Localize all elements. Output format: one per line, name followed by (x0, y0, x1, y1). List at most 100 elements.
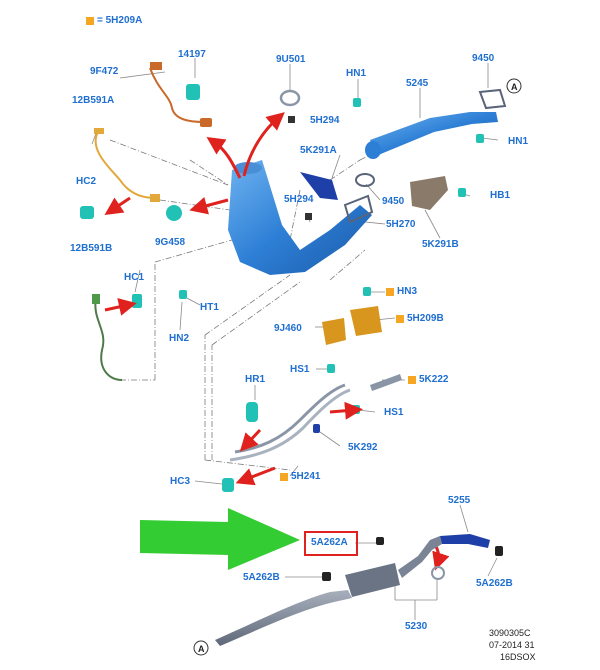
label-5a262b-left: 5A262B (243, 572, 280, 583)
label-5h209b: 5H209B (407, 313, 444, 324)
catalytic-converter (228, 160, 372, 275)
label-5255: 5255 (448, 495, 471, 506)
label-9450-lower: 9450 (382, 196, 405, 207)
label-14197: 14197 (178, 49, 206, 60)
sensor-wire-12b591a (94, 131, 156, 199)
clips (80, 98, 484, 492)
marker-5k222 (408, 376, 416, 384)
label-12b591b: 12B591B (70, 243, 113, 254)
isolator-5a262a (376, 537, 384, 545)
sensor-9j460 (322, 318, 346, 345)
ref-circle-a-top (506, 78, 522, 94)
label-5h294-lower: 5H294 (284, 194, 314, 205)
label-hc1: HC1 (124, 272, 145, 283)
sensor-9f472-tip (200, 118, 212, 127)
arrow-hc2 (104, 196, 131, 215)
label-12b591a: 12B591A (72, 95, 115, 106)
label-5k291b: 5K291B (422, 239, 459, 250)
ref-circle-a-bottom (193, 640, 209, 656)
movement-arrows (104, 112, 450, 571)
clip-hs1-upper (327, 364, 335, 373)
label-9j460: 9J460 (274, 323, 302, 334)
clamp-9u501 (279, 89, 301, 107)
connector-5h209b (350, 306, 382, 336)
label-5a262a: 5A262A (311, 537, 348, 548)
marker-5h209b (396, 315, 404, 323)
label-hs1-lower: HS1 (384, 407, 404, 418)
marker-hn3 (386, 288, 394, 296)
arrow-remove-grommet (189, 196, 229, 215)
arrow-hc3 (235, 466, 276, 486)
bracket-5k222 (370, 374, 402, 391)
clip-hb1 (458, 188, 466, 197)
label-hc3: HC3 (170, 476, 191, 487)
arrow-hr1 (239, 428, 262, 452)
label-5230: 5230 (405, 621, 428, 632)
clip-hn3 (363, 287, 371, 296)
highlight-box-5a262a (304, 531, 358, 556)
clip-hc2 (80, 206, 94, 219)
label-5h294-upper: 5H294 (310, 115, 340, 126)
sensor-12b591a-tip (150, 194, 160, 202)
label-hc2: HC2 (76, 176, 97, 187)
footer-code-line3: 16DSOX (500, 652, 536, 662)
label-hn2: HN2 (169, 333, 190, 344)
grommet-9g458 (166, 205, 182, 221)
label-9450-top: 9450 (472, 53, 495, 64)
green-pointer-arrow (140, 508, 300, 570)
arrow-remove-sensor-upper (206, 137, 242, 179)
clip-14197 (186, 84, 200, 100)
label-hn1-right: HN1 (508, 136, 529, 147)
clip-hr1 (246, 402, 258, 422)
ref-a-bottom-text: A (198, 644, 205, 654)
arrow-remove-clamp (242, 112, 285, 177)
sensor-wire-9f472 (149, 67, 205, 123)
label-hr1: HR1 (245, 374, 266, 385)
label-hn1-top: HN1 (346, 68, 367, 79)
assembly-lines (109, 124, 431, 471)
label-5h241: 5H241 (291, 471, 321, 482)
pipe-5245-flange (365, 141, 381, 159)
nut-5h294-upper (288, 116, 295, 123)
ref-a-top-text: A (511, 82, 518, 92)
clip-5k292 (313, 424, 320, 433)
sensor-9f472-plug (150, 62, 162, 70)
clip-hn1-right (476, 134, 484, 143)
clip-hc1 (132, 294, 142, 308)
arrow-hc1 (104, 298, 137, 316)
clip-hn2 (179, 290, 187, 299)
sensor-12b591b-plug (92, 294, 100, 304)
sensor-wire-12b591b (94, 297, 123, 381)
pipe-5230-rear (398, 536, 442, 578)
label-9g458: 9G458 (155, 237, 186, 248)
hose-harness-b (229, 388, 351, 462)
hanger-5230 (431, 566, 445, 580)
tailpipe-5230-front (215, 590, 352, 646)
heat-shield-5k291b (410, 176, 448, 210)
converter-inlet (234, 162, 262, 174)
legend-text: = 5H209A (97, 15, 143, 26)
marker-5h241 (280, 473, 288, 481)
legend-marker (86, 17, 94, 25)
label-hb1: HB1 (490, 190, 511, 201)
pipe-5255 (440, 534, 490, 548)
label-5k222: 5K222 (419, 374, 449, 385)
clip-hc3 (222, 478, 234, 492)
footer-code-line2: 07-2014 31 (489, 640, 535, 650)
label-9u501: 9U501 (276, 54, 306, 65)
gasket-9450-upper (478, 88, 507, 110)
arrow-hs1 (329, 401, 363, 420)
muffler-5230 (345, 563, 400, 597)
label-9f472: 9F472 (90, 66, 119, 77)
heat-shield-5k291a (300, 172, 338, 200)
label-5245: 5245 (406, 78, 429, 89)
label-5a262b-right: 5A262B (476, 578, 513, 589)
flange-5h270 (343, 194, 374, 224)
gasket-9450-lower (355, 173, 375, 187)
isolator-5a262b-left (322, 572, 331, 581)
clip-hn1-top (353, 98, 361, 107)
label-5h270: 5H270 (386, 219, 416, 230)
isolator-5a262b-right (495, 546, 503, 556)
label-hn3: HN3 (397, 286, 418, 297)
